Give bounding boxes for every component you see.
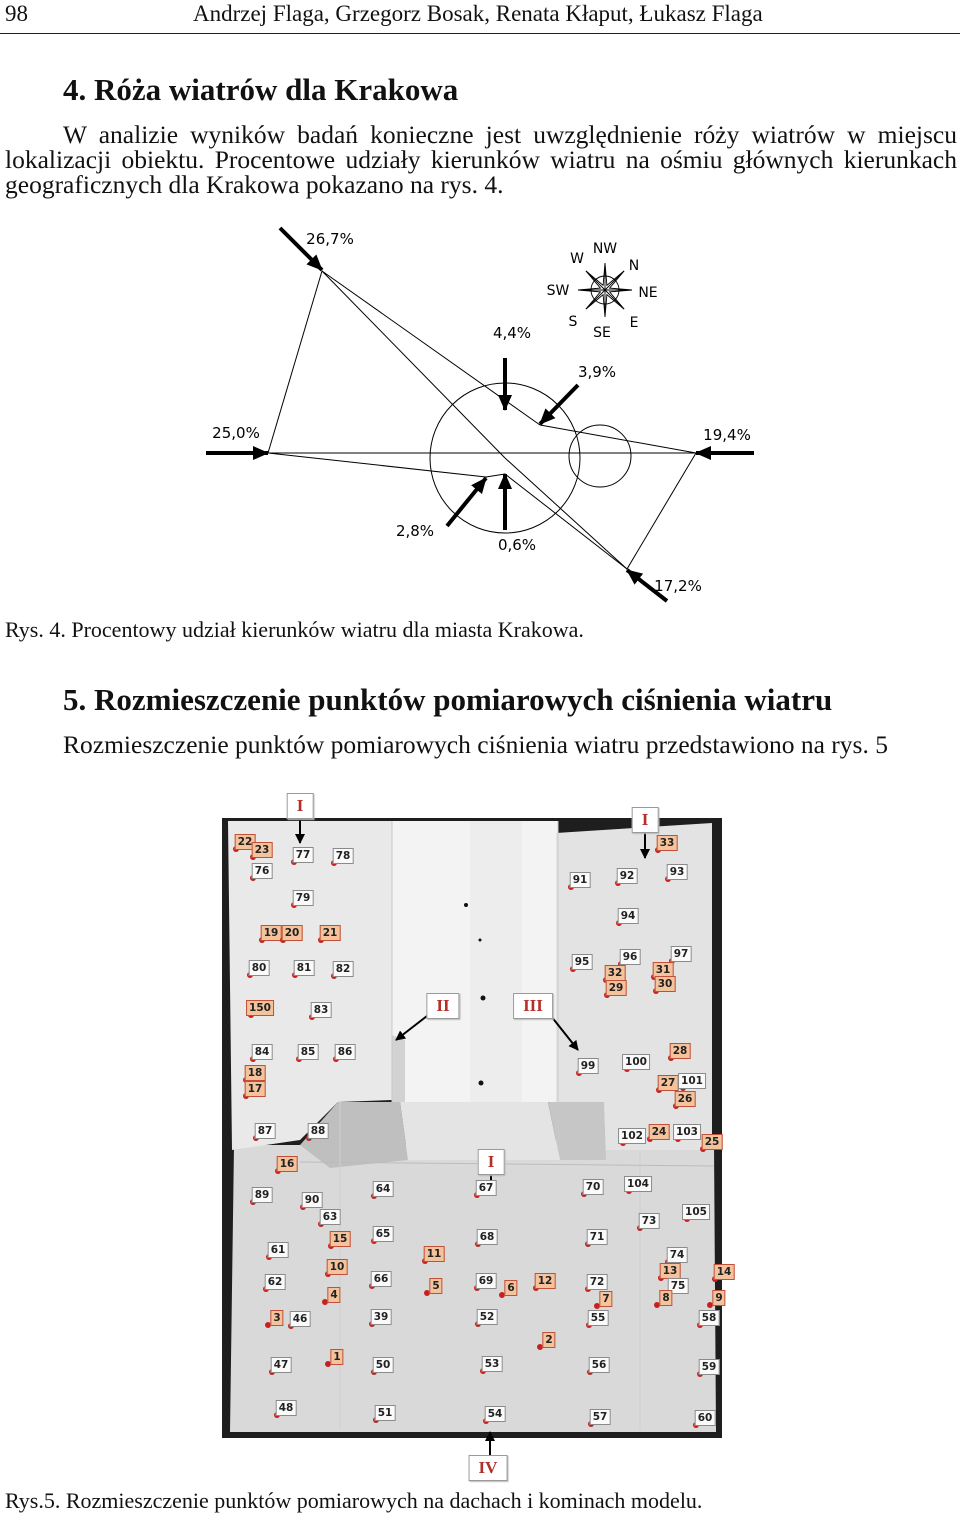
running-header-authors: Andrzej Flaga, Grzegorz Bosak, Renata Kł… (193, 1, 763, 26)
wind-arrow (278, 226, 324, 272)
section-label: III (513, 993, 553, 1019)
section-5-title: 5. Rozmieszczenie punktów pomiarowych ci… (63, 682, 833, 717)
right-roof-block (556, 823, 712, 1150)
section-4-paragraph-line: W analizie wyników badań konieczne jest … (63, 120, 957, 149)
section-label: IV (468, 1455, 508, 1481)
left-roof-block (228, 821, 392, 1150)
percent-label: 17,2% (654, 577, 702, 595)
compass-rose-icon (577, 262, 633, 318)
compass-label: SE (593, 325, 611, 341)
compass-label: SW (547, 283, 570, 299)
compass-label: W (570, 251, 584, 267)
percent-label: 26,7% (306, 230, 354, 248)
figure-4-caption: Rys. 4. Procentowy udział kierunków wiat… (5, 617, 584, 642)
lower-roof (230, 1145, 716, 1432)
figure-5-caption: Rys.5. Rozmieszczenie punktów pomiarowyc… (5, 1488, 703, 1513)
wind-arrows (206, 226, 754, 603)
section-4-title: 4. Róża wiatrów dla Krakowa (63, 72, 459, 107)
section-4-paragraph-line: geograficznych dla Krakowa pokazano na r… (5, 170, 504, 199)
percent-label: 2,8% (396, 522, 434, 540)
wind-rose-diagram: 26,7% 4,4% 3,9% 25,0% 19,4% 2,8% 0,6% 17… (206, 226, 754, 603)
compass-label: S (569, 314, 578, 330)
section-4-paragraph-line: lokalizacji obiektu. Procentowe udziały … (5, 145, 957, 174)
page-number: 98 (5, 1, 28, 26)
percent-label: 19,4% (703, 426, 751, 444)
model-photo (222, 818, 722, 1438)
header-rule (0, 33, 960, 34)
compass-label: NW (593, 241, 617, 257)
percent-label: 0,6% (498, 536, 536, 554)
section-5-paragraph: Rozmieszczenie punktów pomiarowych ciśni… (63, 730, 888, 759)
section-label: II (426, 993, 460, 1019)
wind-arrow (625, 568, 669, 603)
percent-label: 3,9% (578, 363, 616, 381)
small-circle (568, 424, 632, 488)
compass-label: E (630, 315, 639, 331)
compass-label: N (629, 258, 639, 274)
section-label: I (477, 1149, 505, 1175)
wind-arrow (538, 383, 580, 426)
section-label: I (286, 793, 314, 819)
percent-label: 25,0% (212, 424, 260, 442)
wind-arrow (445, 476, 488, 528)
section-label: I (631, 807, 659, 833)
compass-label: NE (638, 285, 657, 301)
percent-label: 4,4% (493, 324, 531, 342)
